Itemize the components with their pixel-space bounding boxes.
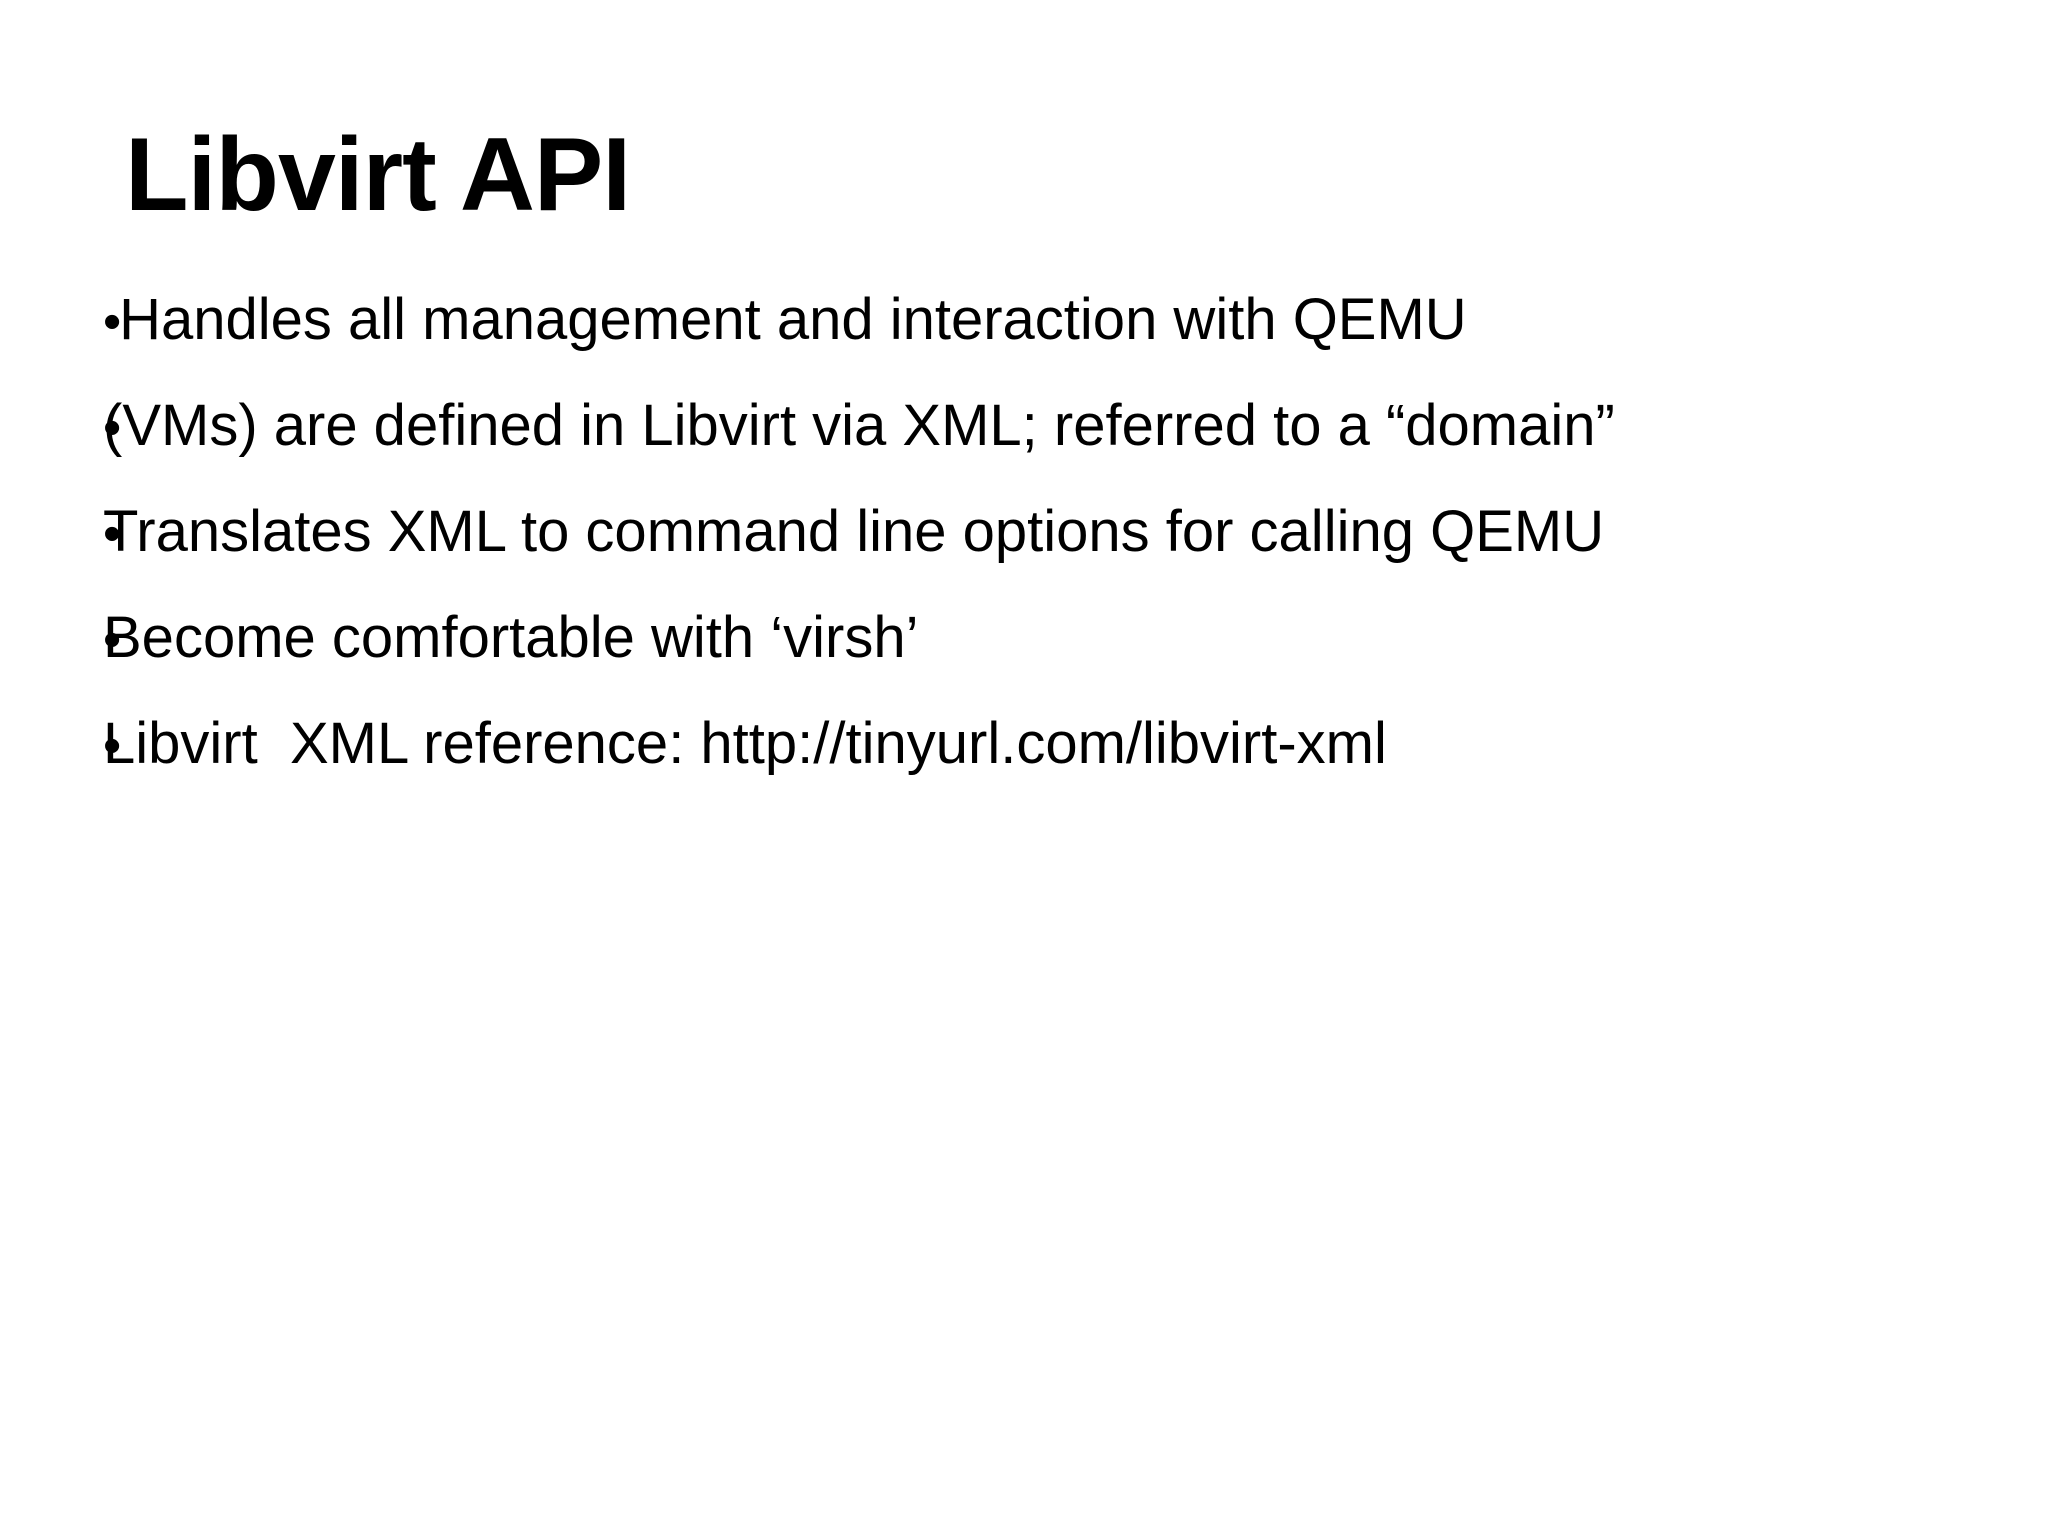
bullet-text: Become comfortable with ‘virsh’ <box>103 605 919 670</box>
bullet-icon: • <box>103 505 122 563</box>
bullet-text: Translates XML to command line options f… <box>103 499 1605 564</box>
bullet-text: (VMs) are defined in Libvirt via XML; re… <box>103 393 1615 458</box>
bullet-icon: • <box>103 399 122 457</box>
bullet-item: • Translates XML to command line options… <box>0 480 2048 586</box>
bullet-text: Libvirt XML reference: http://tinyurl.co… <box>103 711 1387 776</box>
bullet-icon: • <box>103 293 122 351</box>
bullet-item: • Libvirt XML reference: http://tinyurl.… <box>0 692 2048 798</box>
bullet-item: • Handles all management and interaction… <box>0 268 2048 374</box>
bullet-list: • Handles all management and interaction… <box>0 268 2048 798</box>
bullet-icon: • <box>103 717 122 775</box>
bullet-icon: • <box>103 611 122 669</box>
slide-title: Libvirt API <box>125 117 631 233</box>
bullet-item: • Become comfortable with ‘virsh’ <box>0 586 2048 692</box>
bullet-text: Handles all management and interaction w… <box>103 287 1467 352</box>
bullet-item: • (VMs) are defined in Libvirt via XML; … <box>0 374 2048 480</box>
